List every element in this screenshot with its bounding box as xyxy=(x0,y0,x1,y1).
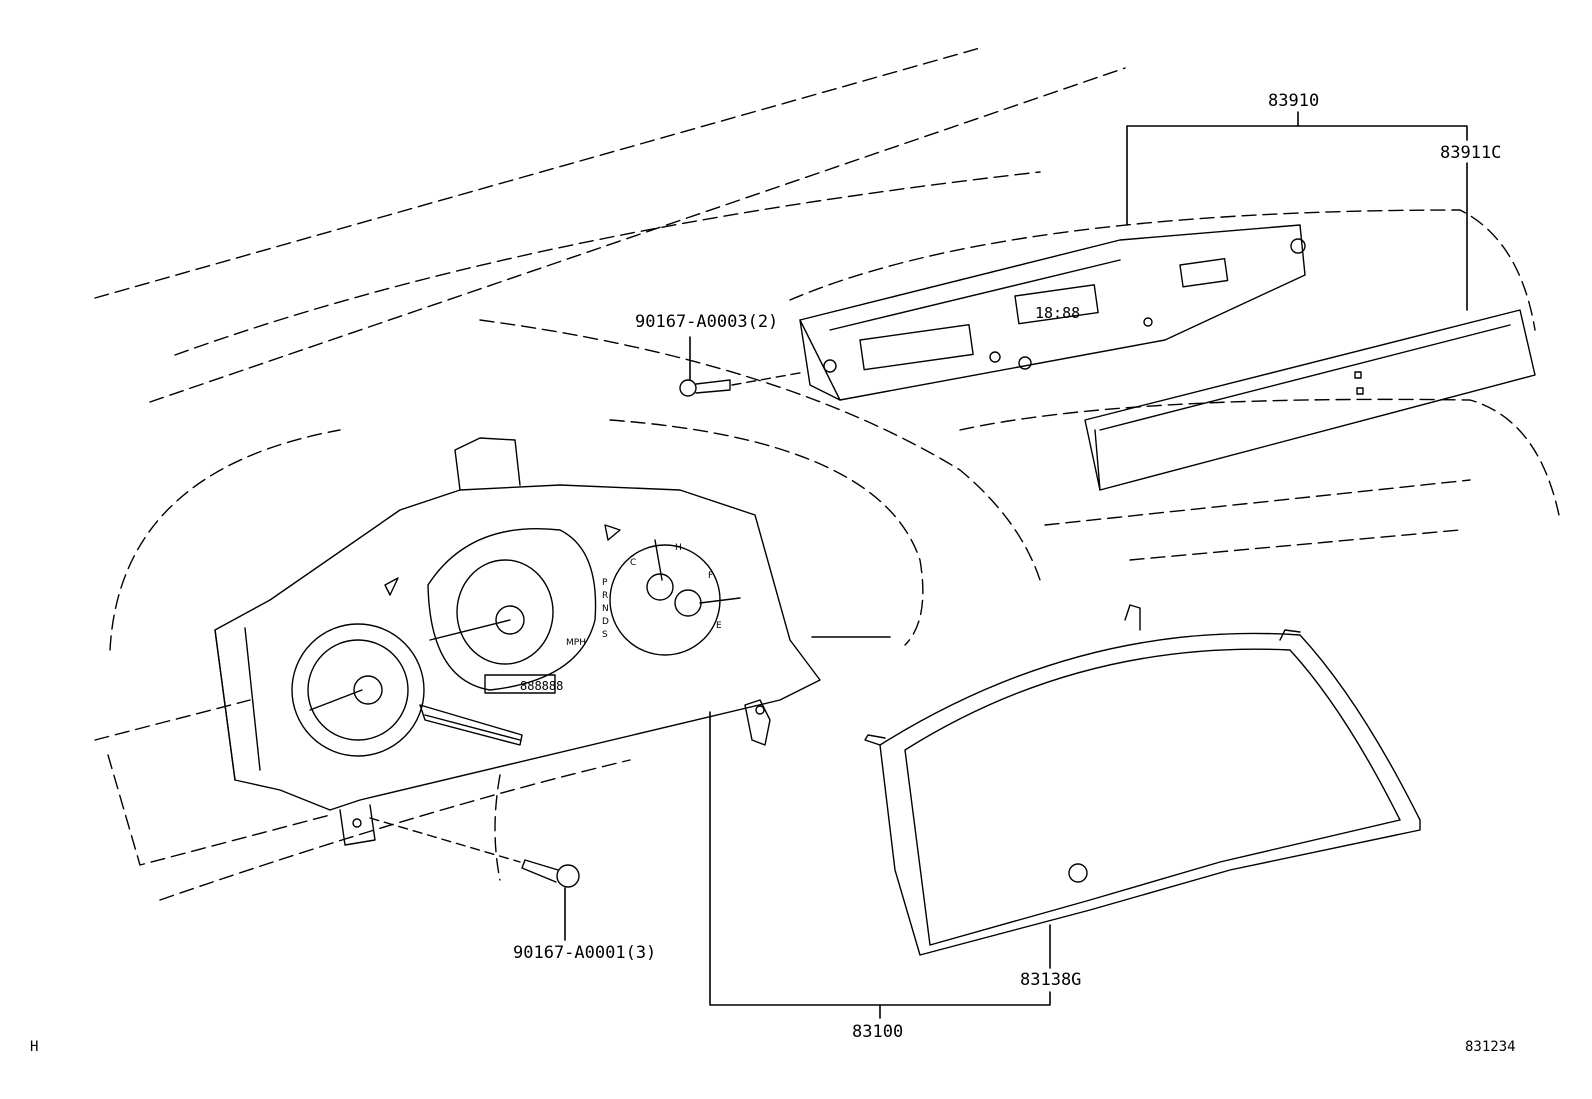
gear-r: R xyxy=(602,591,608,601)
fuel-full-mark: F xyxy=(708,571,713,581)
part-label-83911c: 83911C xyxy=(1440,143,1502,163)
part-label-90167-a0003: 90167-A0003(2) xyxy=(635,312,779,332)
leader-lines xyxy=(564,111,1468,1019)
temp-hot-mark: H xyxy=(675,543,682,553)
display-panel-83911c xyxy=(1084,309,1536,491)
part-label-83100: 83100 xyxy=(852,1022,904,1042)
meter-lens-hood xyxy=(864,604,1421,956)
gear-d: D xyxy=(602,617,609,627)
center-display-unit: 18:88 xyxy=(799,224,1306,401)
part-label-83138g: 83138G xyxy=(1020,970,1082,990)
combination-meter: 888888 MPH P R N D S C H F E xyxy=(214,437,821,846)
dashboard-outline xyxy=(94,47,1561,901)
installation-lines xyxy=(369,371,806,863)
fuel-empty-mark: E xyxy=(716,621,722,631)
figure-id: 831234 xyxy=(1465,1039,1516,1055)
bolt-90167-a0001 xyxy=(521,859,580,888)
gear-n: N xyxy=(602,604,609,614)
bolt-90167-a0003 xyxy=(679,379,731,397)
gear-p: P xyxy=(602,578,608,588)
clock-display: 18:88 xyxy=(1035,304,1080,322)
gear-s: S xyxy=(602,630,608,640)
part-label-83910: 83910 xyxy=(1268,91,1320,111)
odometer-display: 888888 xyxy=(520,679,563,693)
temp-cold-mark: C xyxy=(630,558,636,568)
corner-letter: H xyxy=(30,1039,39,1055)
speed-unit: MPH xyxy=(566,638,586,648)
part-label-90167-a0001: 90167-A0001(3) xyxy=(513,943,657,963)
